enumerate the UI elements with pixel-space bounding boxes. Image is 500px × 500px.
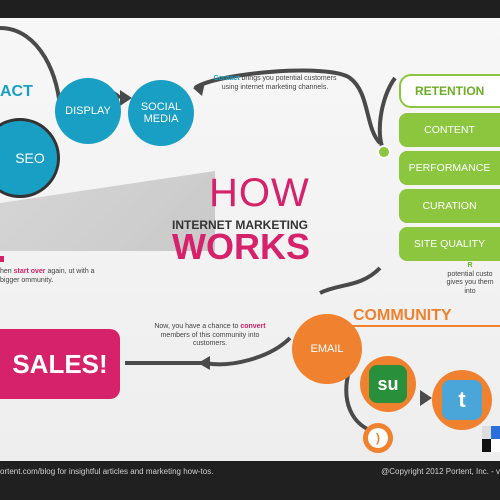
seo-node: SEO (0, 118, 60, 198)
twitter-icon: t (432, 370, 492, 430)
title-subtitle: INTERNET MARKETING (172, 218, 308, 232)
right-note: R potential custo gives you them into (440, 262, 500, 296)
display-node: DISPLAY (55, 78, 121, 144)
start-over-note-p1: hen (0, 268, 14, 275)
convert-note-p2: members of this community into customers… (160, 331, 260, 348)
convert-highlight: convert (240, 323, 266, 330)
left-red-mark (0, 256, 4, 262)
infographic-canvas: ACT SEO DISPLAY SOCIAL MEDIA Contact bri… (0, 18, 500, 461)
retention-curation: CURATION (399, 189, 500, 223)
social-media-node-label: SOCIAL MEDIA (140, 101, 182, 125)
stage-contact-label: ACT (0, 83, 33, 100)
title-how: HOW (209, 171, 310, 215)
seo-node-label: SEO (15, 150, 45, 166)
sales-box: SALES! (0, 329, 120, 399)
display-node-label: DISPLAY (65, 105, 111, 117)
contact-note-text: brings you potential customers using int… (221, 75, 337, 91)
footer-blog-link[interactable]: ortent.com/blog for insightful articles … (0, 467, 214, 476)
email-node: EMAIL (292, 314, 362, 384)
sales-label: SALES! (12, 348, 108, 379)
retention-site-quality: SITE QUALITY (399, 227, 500, 261)
rss-icon: ) (363, 423, 393, 453)
right-note-text: potential custo gives you them into (446, 270, 494, 295)
email-node-label: EMAIL (310, 343, 344, 355)
footer-copyright: @Copyright 2012 Portent, Inc. - v (381, 467, 500, 476)
stumbleupon-icon: su (360, 356, 416, 412)
convert-note-p1: Now, you have a chance to (154, 323, 241, 330)
retention-header: RETENTION (401, 76, 500, 106)
delicious-icon (482, 426, 500, 452)
right-note-r: R (467, 262, 473, 269)
title-works: WORKS (172, 226, 310, 267)
start-over-note: hen start over again, ut with a bigger o… (0, 268, 110, 285)
retention-content: CONTENT (399, 113, 500, 147)
convert-note: Now, you have a chance to convert member… (150, 323, 270, 349)
community-label: COMMUNITY (353, 307, 452, 324)
start-over-highlight: start over (13, 268, 46, 275)
contact-note: Contact brings you potential customers u… (210, 75, 340, 92)
start-over-note-p2: again, ut with a bigger ommunity. (0, 268, 95, 284)
retention-performance: PERFORMANCE (399, 151, 500, 185)
footer: ortent.com/blog for insightful articles … (0, 461, 500, 500)
community-rule (352, 325, 500, 327)
contact-note-highlight: Contact (213, 75, 240, 82)
social-media-node: SOCIAL MEDIA (128, 80, 194, 146)
